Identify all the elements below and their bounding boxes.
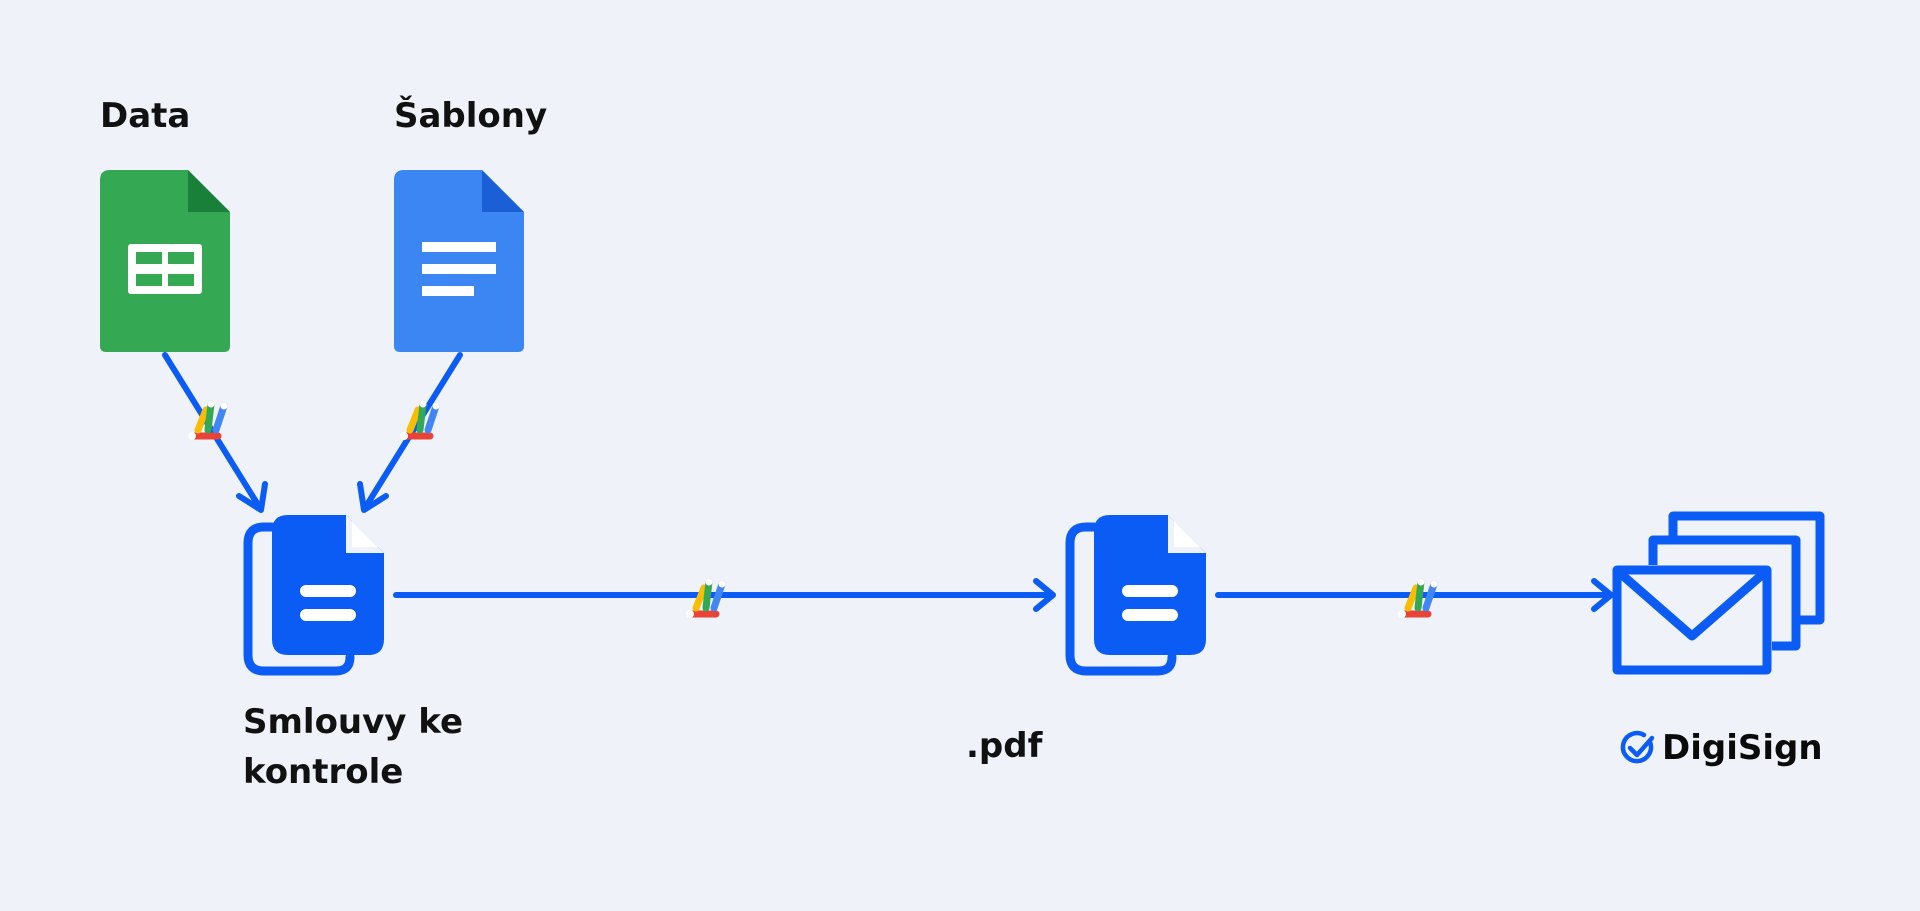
digisign-wordmark: DigiSign: [1662, 728, 1823, 768]
apps-script-icon: [1398, 579, 1438, 619]
digisign-logo: DigiSign: [1620, 728, 1823, 768]
pdf-documents-icon: [1070, 515, 1206, 671]
contracts-label-line2: kontrole: [243, 752, 404, 792]
contracts-label-line1: Smlouvy ke: [243, 702, 464, 742]
data-label: Data: [100, 96, 191, 136]
arrow-contracts-to-pdf: [393, 578, 1056, 612]
google-docs-icon: [394, 170, 524, 352]
envelopes-stack-icon: [1612, 511, 1825, 675]
apps-script-icon: [686, 579, 726, 619]
arrow-data-to-contracts: [162, 352, 268, 513]
apps-script-icon: [400, 401, 440, 441]
pdf-label: .pdf: [966, 726, 1043, 766]
templates-label: Šablony: [394, 96, 548, 136]
checkmark-circle-icon: [1620, 730, 1655, 764]
google-sheets-icon: [100, 170, 230, 352]
documents-stack-icon: [248, 515, 384, 671]
